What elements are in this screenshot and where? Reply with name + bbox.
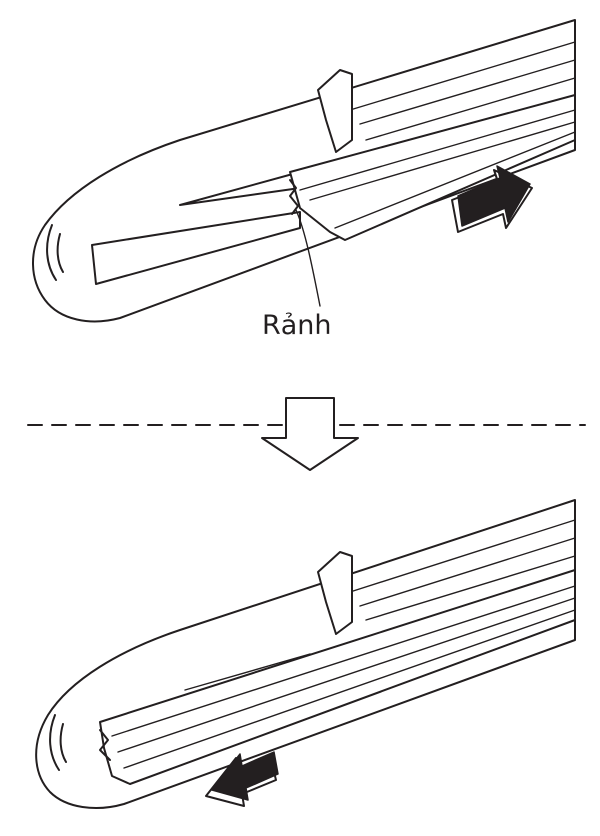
- bottom-insertion-tip: [184, 653, 311, 691]
- bottom-wiper-assembly: [35, 499, 576, 809]
- top-wiper-assembly: [32, 19, 576, 323]
- top-refill-ridges: [299, 109, 576, 229]
- lock-arrow: [211, 751, 279, 801]
- top-retaining-clip: [317, 69, 353, 153]
- lock-direction-arrow: [205, 751, 279, 807]
- top-housing-rim: [349, 41, 576, 141]
- bottom-refill-ridges: [111, 585, 576, 769]
- top-refill-groove: [289, 179, 299, 215]
- insert-arrow: [457, 165, 531, 227]
- bottom-rubber-refill: [99, 569, 576, 785]
- top-insertion-tip: [179, 171, 301, 206]
- top-inner-channel: [91, 211, 301, 285]
- groove-callout-label: Rảnh: [262, 310, 332, 341]
- bottom-end-cap-slot: [49, 714, 67, 771]
- groove-leader-line: [295, 209, 321, 307]
- bottom-retaining-clip: [317, 551, 353, 635]
- insert-direction-arrow: [451, 165, 533, 233]
- bottom-refill-groove: [99, 729, 111, 761]
- bottom-housing-rim: [349, 519, 576, 621]
- next-step-arrow: [261, 397, 359, 471]
- top-end-cap-slot: [46, 224, 64, 281]
